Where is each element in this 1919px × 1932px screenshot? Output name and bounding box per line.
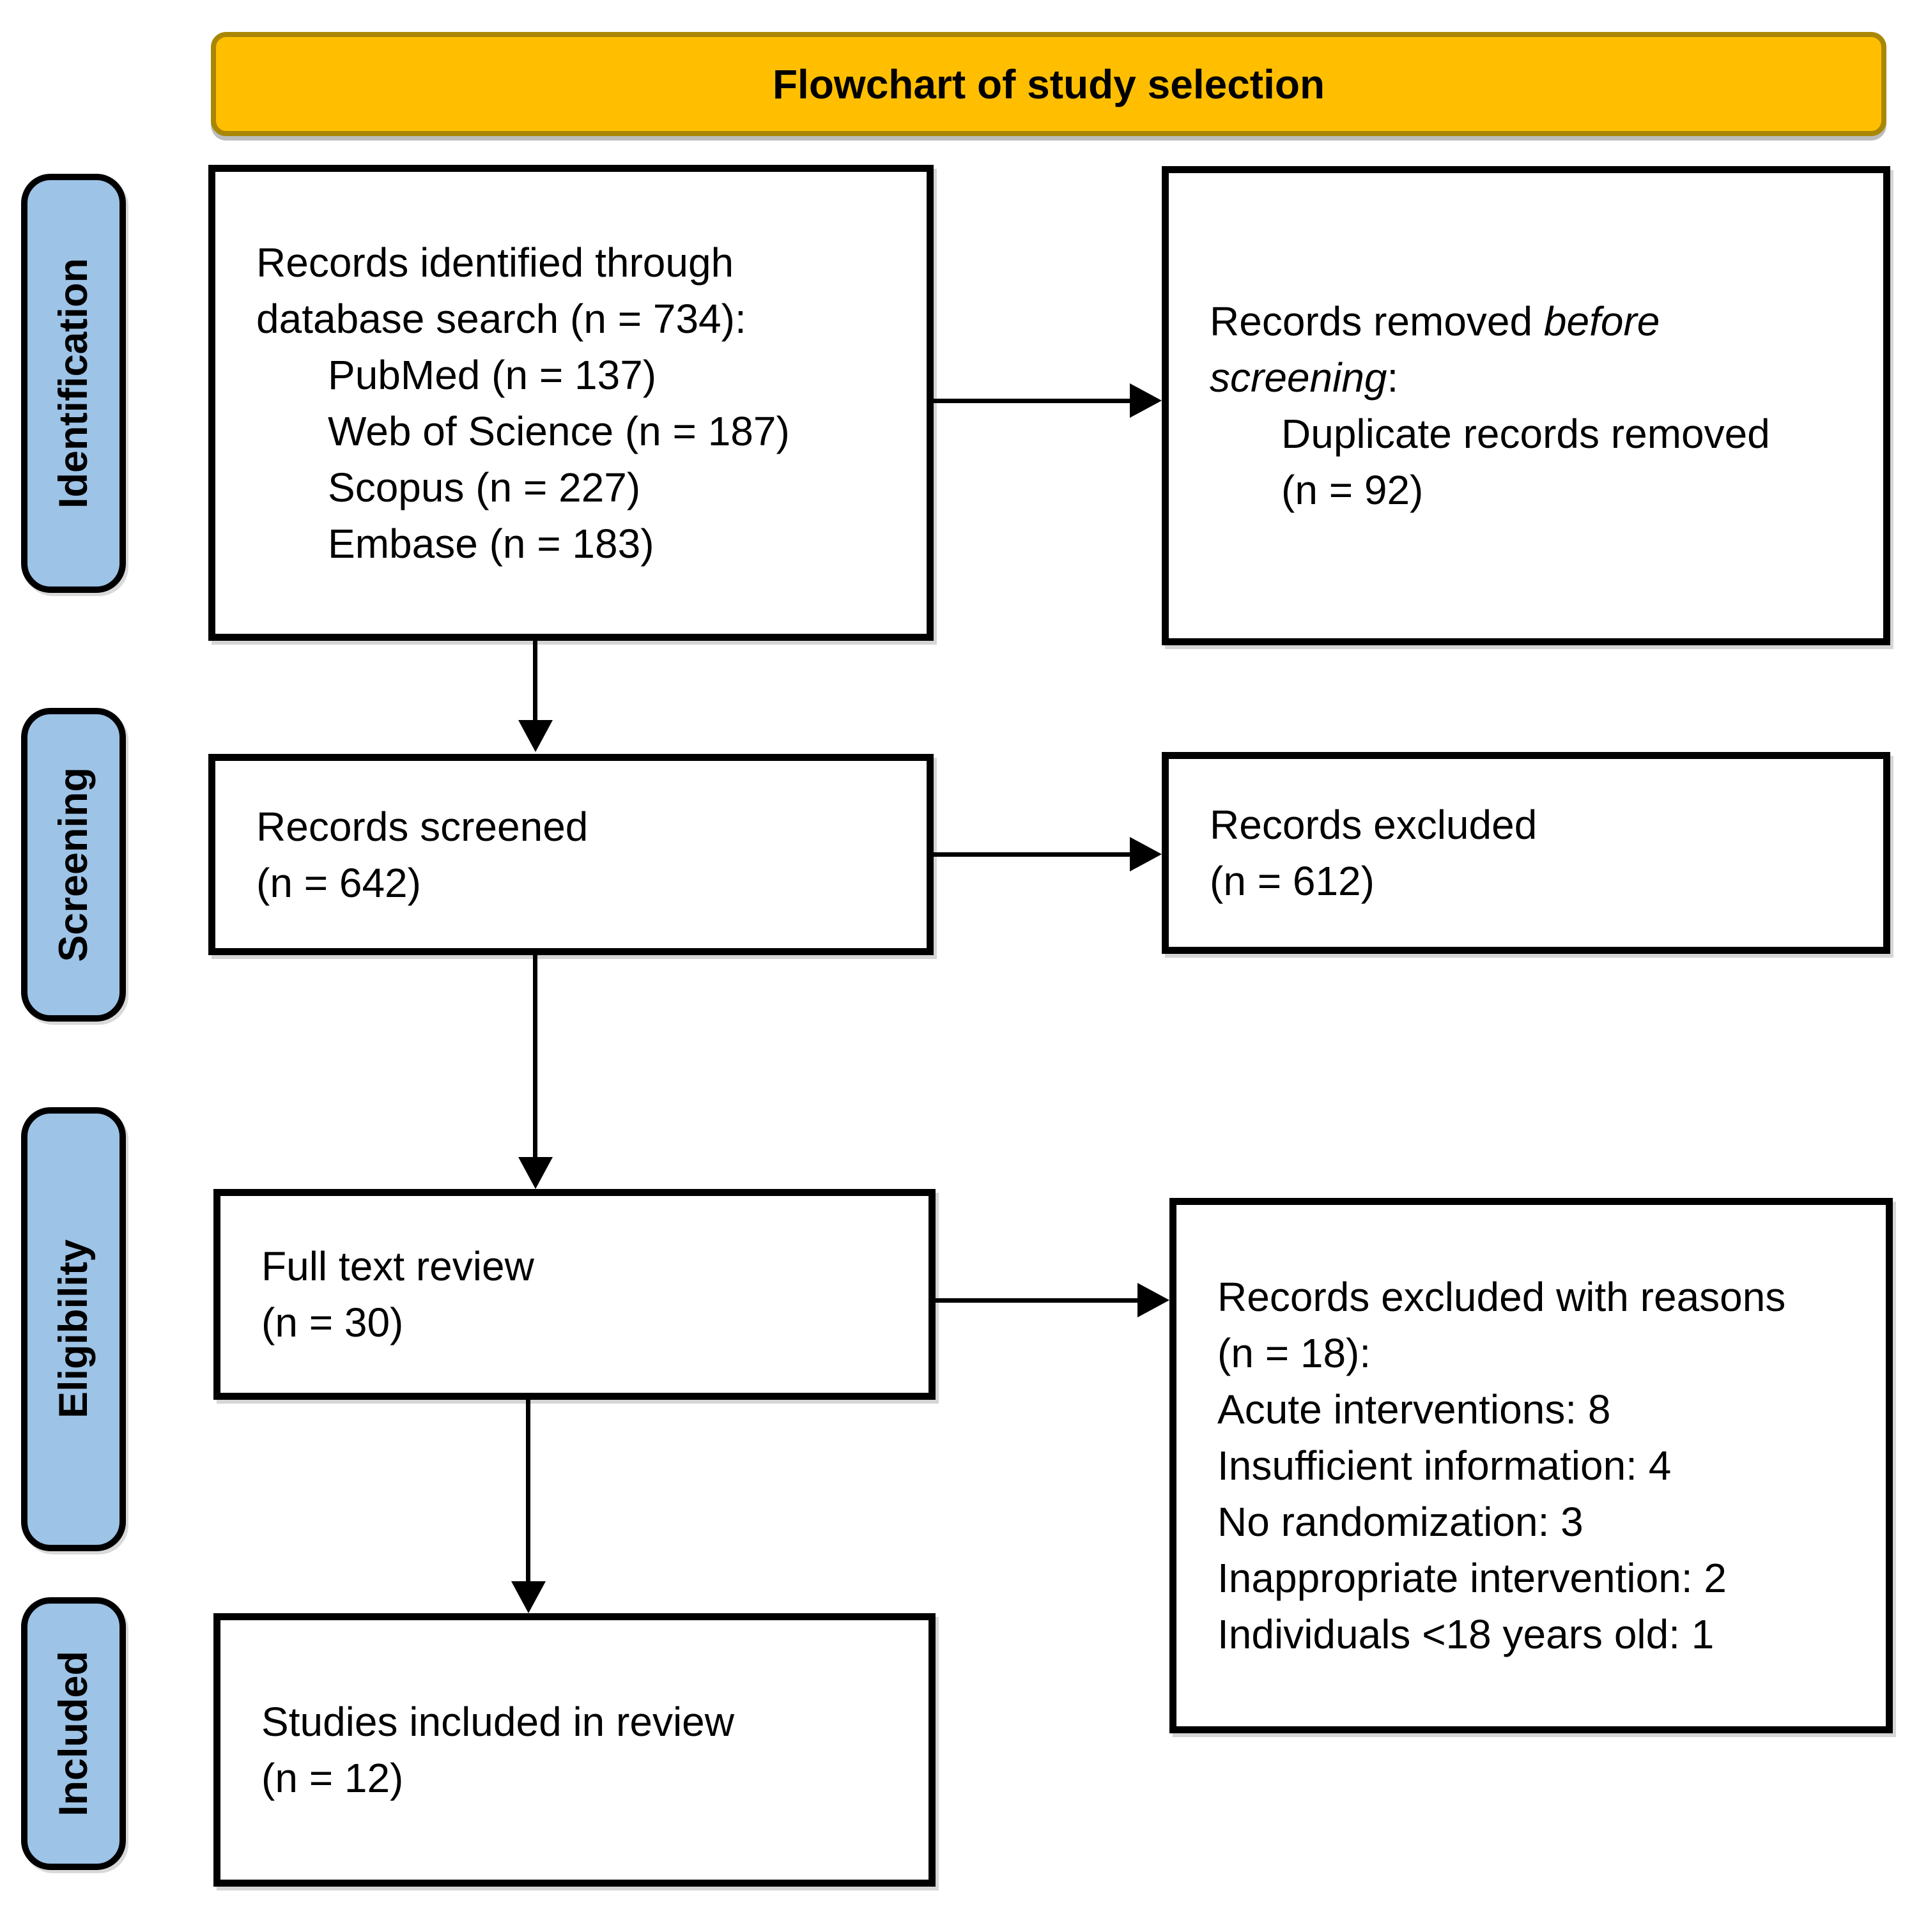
stage-label-identification: Identification: [21, 174, 126, 593]
box-text-line: (n = 642): [256, 859, 421, 906]
exclusion-reason: No randomization: 3: [1217, 1499, 1584, 1545]
box-records-screened: Records screened (n = 642): [208, 754, 934, 955]
exclusion-reason: Individuals <18 years old: 1: [1217, 1611, 1715, 1657]
box-studies-included: Studies included in review (n = 12): [213, 1613, 936, 1887]
stage-label-text: Included: [51, 1650, 96, 1816]
box-text-line: Records screened: [256, 803, 589, 850]
box-text-line: Studies included in review: [261, 1699, 734, 1745]
box-text-line: (n = 18):: [1217, 1330, 1371, 1376]
database-item: Embase (n = 183): [328, 520, 654, 567]
box-text-segment-italic: screening: [1210, 355, 1387, 401]
stage-label-text: Eligibility: [51, 1239, 96, 1419]
arrow-down-icon: [518, 720, 553, 752]
box-text-line: Records excluded with reasons: [1217, 1274, 1786, 1320]
arrow-right-icon: [1130, 383, 1162, 418]
box-text-line: (n = 92): [1281, 467, 1424, 513]
box-text-line: (n = 612): [1210, 858, 1375, 904]
arrow-line: [526, 1400, 530, 1584]
database-item: Scopus (n = 227): [328, 464, 641, 510]
box-text-line: screening:: [1169, 349, 1883, 406]
box-text-line: Records identified through: [256, 239, 734, 286]
arrow-right-icon: [1130, 837, 1162, 871]
database-item: Web of Science (n = 187): [328, 408, 790, 454]
arrow-right-icon: [1137, 1283, 1169, 1317]
stage-label-text: Identification: [51, 258, 96, 509]
box-text-line: Duplicate records removed: [1281, 411, 1770, 457]
box-text-line: (n = 30): [261, 1300, 404, 1346]
box-text-line: Full text review: [261, 1243, 534, 1289]
database-item: PubMed (n = 137): [328, 351, 657, 398]
page-title: Flowchart of study selection: [772, 61, 1325, 107]
stage-label-screening: Screening: [21, 708, 126, 1022]
stage-label-included: Included: [21, 1597, 126, 1870]
box-full-text-review: Full text review (n = 30): [213, 1189, 936, 1400]
title-banner: Flowchart of study selection: [211, 32, 1886, 136]
box-text-line: Records removed before: [1169, 293, 1883, 349]
stage-label-text: Screening: [51, 767, 96, 962]
arrow-line: [533, 955, 537, 1160]
exclusion-reason: Inappropriate intervention: 2: [1217, 1555, 1727, 1601]
box-excluded-with-reasons: Records excluded with reasons (n = 18): …: [1169, 1198, 1893, 1733]
box-text-segment: :: [1387, 355, 1399, 401]
stage-label-eligibility: Eligibility: [21, 1107, 126, 1551]
arrow-line: [934, 399, 1132, 403]
exclusion-reason: Acute interventions: 8: [1217, 1386, 1611, 1432]
arrow-line: [936, 1298, 1139, 1303]
arrow-down-icon: [511, 1581, 546, 1613]
arrow-down-icon: [518, 1157, 553, 1189]
box-records-identified: Records identified through database sear…: [208, 165, 934, 641]
arrow-line: [934, 852, 1132, 857]
box-text-segment: Records removed: [1210, 298, 1544, 344]
exclusion-reason: Insufficient information: 4: [1217, 1443, 1672, 1489]
box-records-excluded: Records excluded (n = 612): [1162, 752, 1890, 954]
box-text-line: database search (n = 734):: [256, 295, 746, 342]
box-text-line: Records excluded: [1210, 802, 1538, 848]
box-text-line: (n = 12): [261, 1755, 404, 1801]
box-text-segment-italic: before: [1543, 298, 1660, 344]
arrow-line: [533, 641, 537, 724]
box-records-removed: Records removed before screening: Duplic…: [1162, 166, 1890, 645]
